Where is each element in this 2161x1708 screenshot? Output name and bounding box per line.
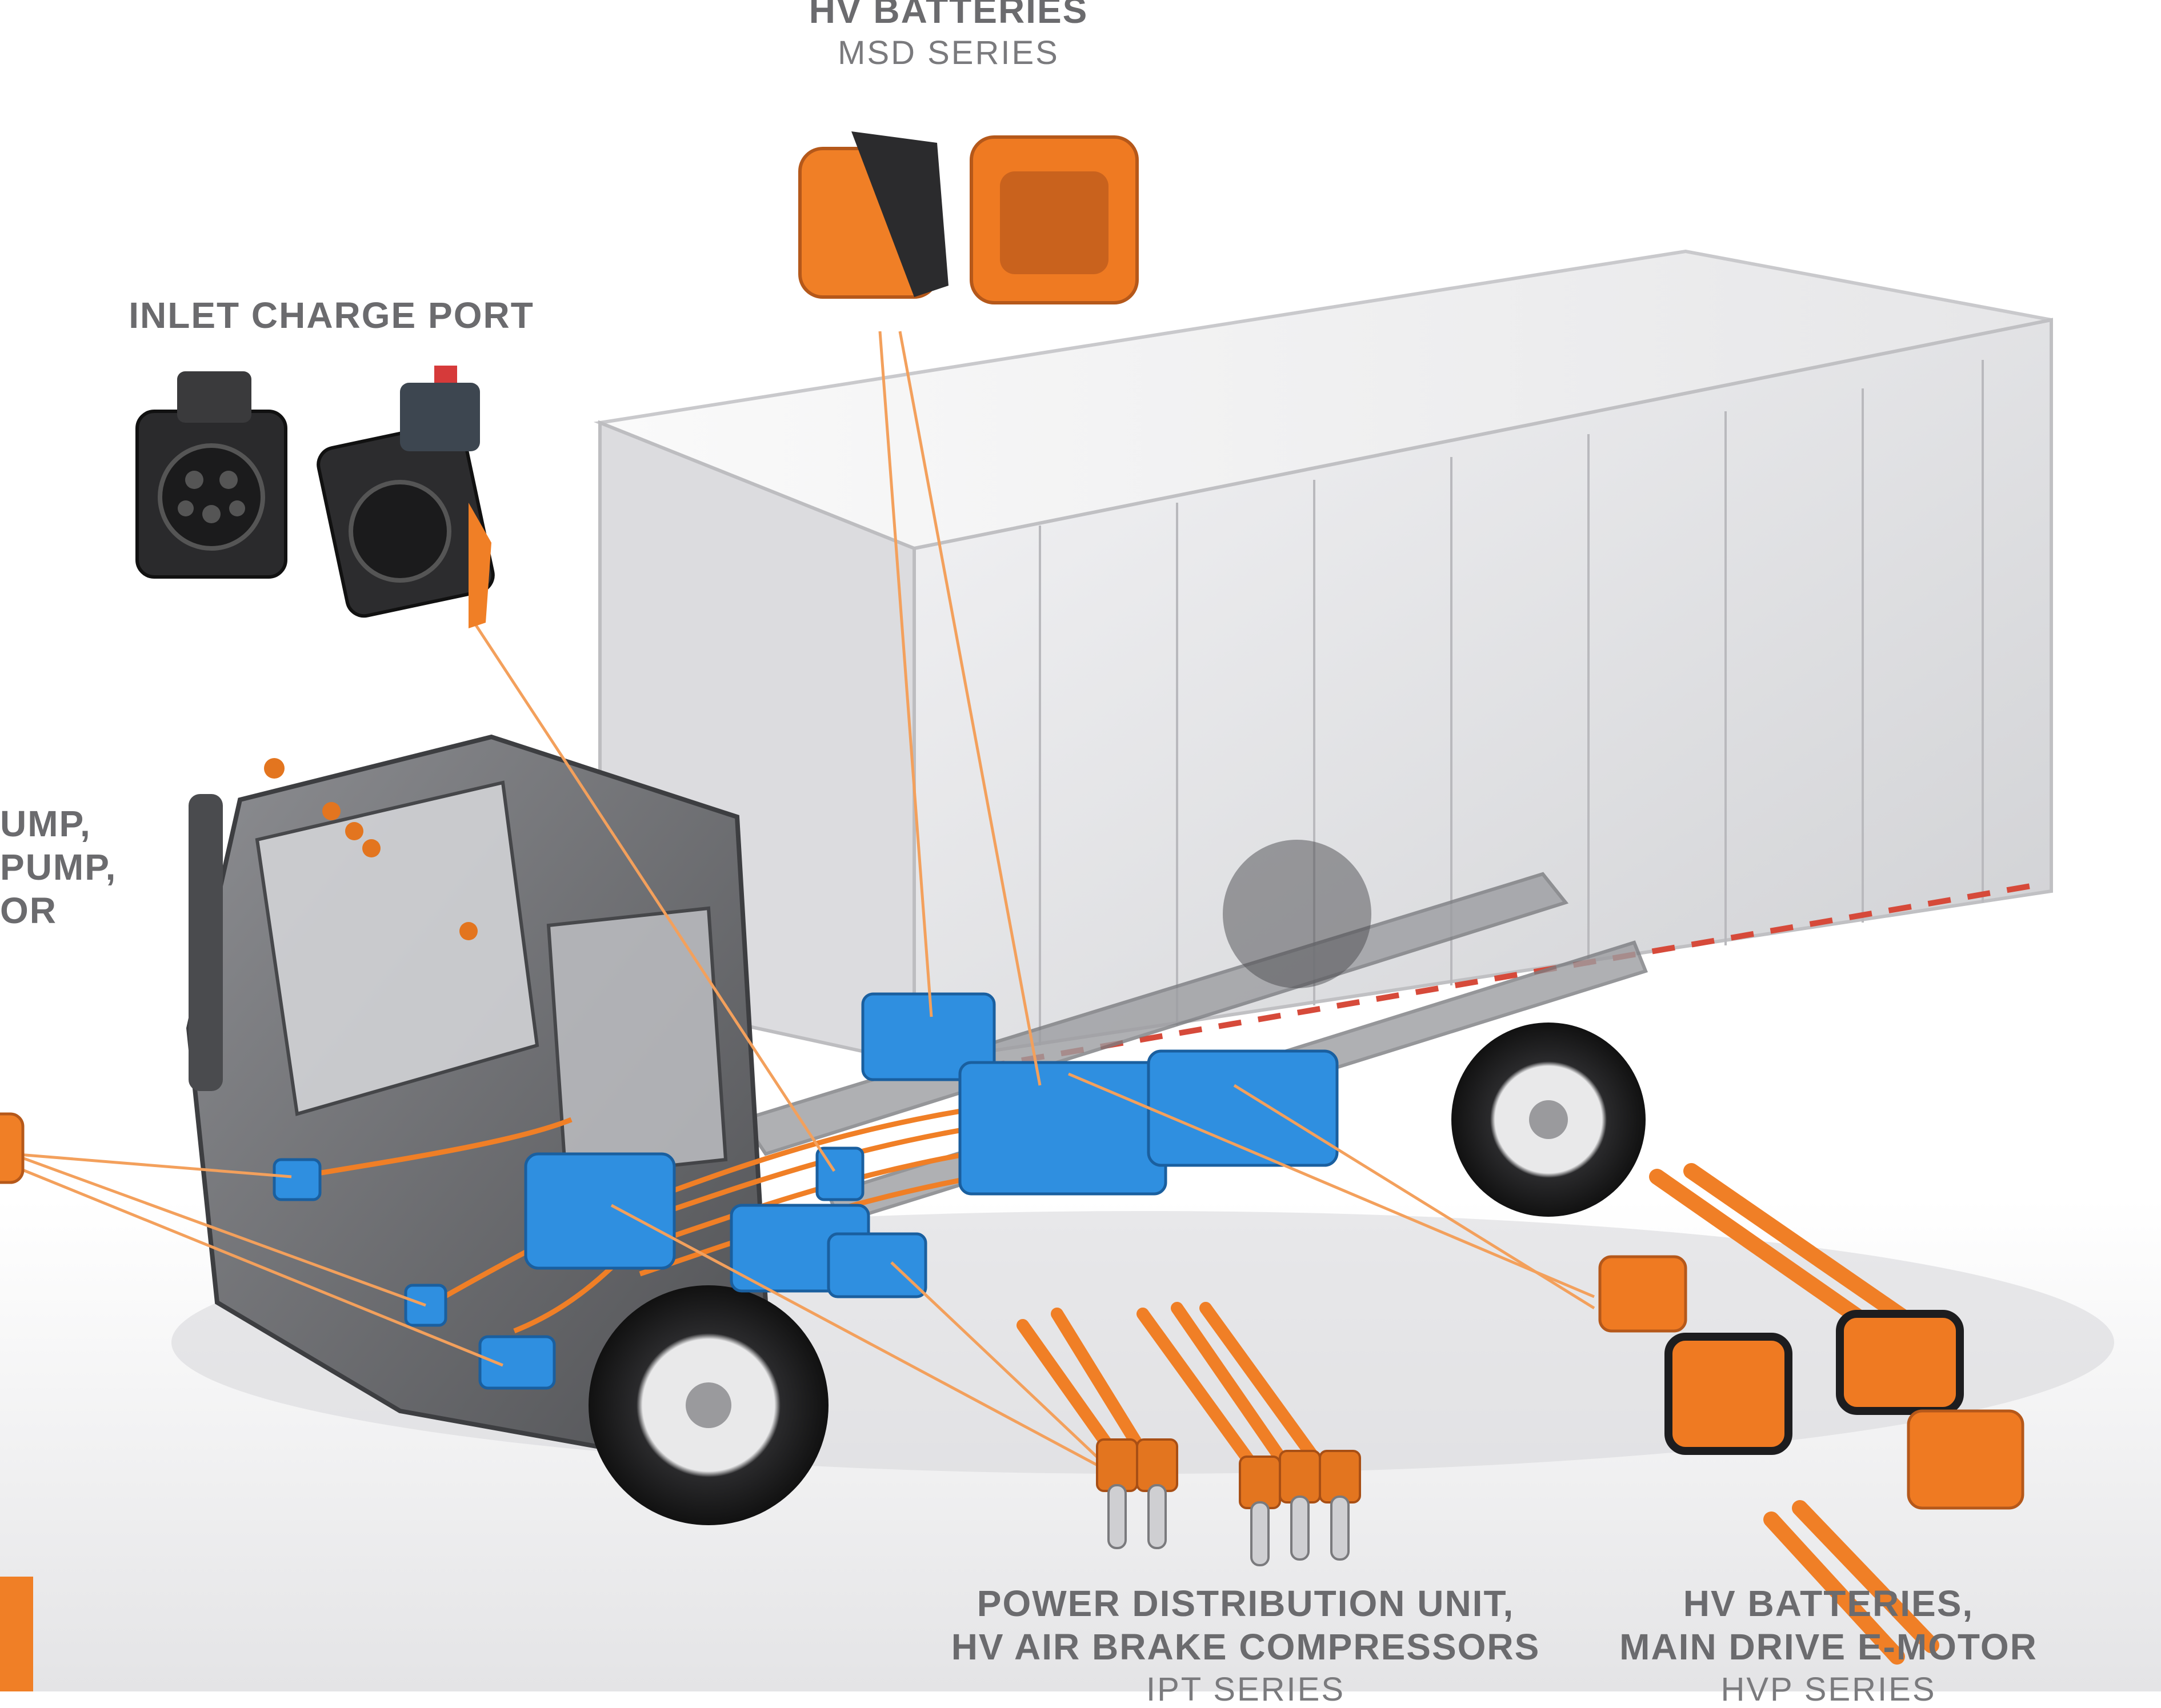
hv-components <box>273 992 1339 1390</box>
label-line3: OR <box>0 890 57 931</box>
leader-lines <box>11 331 1595 1470</box>
label-series: MSD SERIES <box>838 34 1059 71</box>
cargo-box <box>593 249 2053 1077</box>
label-hv-batteries-drive: HV BATTERIES, MAIN DRIVE E-MOTOR HVP SER… <box>1600 1585 2057 1706</box>
ipt-terminal-icon <box>1017 1302 1361 1566</box>
label-line2: MAIN DRIVE E-MOTOR <box>1619 1626 2038 1667</box>
left-connector-icon <box>0 1112 25 1184</box>
label-line1: POWER DISTRIBUTION UNIT, <box>977 1583 1515 1624</box>
cab <box>186 734 769 1465</box>
msd-connector-icon <box>798 131 1139 304</box>
accent-bar <box>0 1577 33 1691</box>
label-title: HV BATTERIES <box>809 0 1088 31</box>
label-series: HVP SERIES <box>1720 1671 1936 1708</box>
label-line2: PUMP, <box>0 847 117 888</box>
label-left-partial: UMP, PUMP, OR <box>0 803 117 931</box>
label-series: IPT SERIES <box>1146 1671 1346 1708</box>
label-line2: HV AIR BRAKE COMPRESSORS <box>951 1626 1540 1667</box>
charge-port-icon <box>135 366 495 628</box>
label-hv-batteries-msd: HV BATTERIES MSD SERIES <box>760 0 1137 70</box>
label-title: INLET CHARGE PORT <box>129 295 534 336</box>
label-line1: UMP, <box>0 803 91 844</box>
label-power-distribution: POWER DISTRIBUTION UNIT, HV AIR BRAKE CO… <box>926 1585 1566 1706</box>
label-line1: HV BATTERIES, <box>1683 1583 1974 1624</box>
label-inlet-charge-port: INLET CHARGE PORT <box>91 297 571 334</box>
hvp-connector-icon <box>1598 1163 2024 1665</box>
